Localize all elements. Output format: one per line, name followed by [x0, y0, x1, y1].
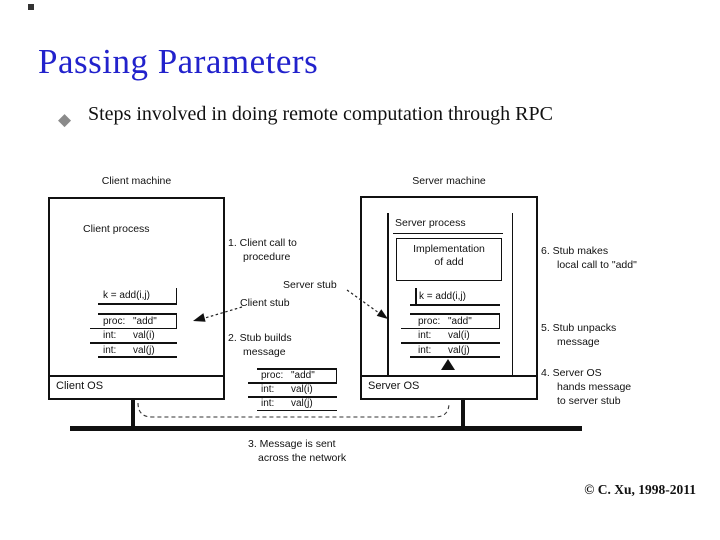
server-process-underline — [393, 232, 503, 234]
client-call-underline — [98, 303, 177, 305]
table-line — [90, 342, 177, 344]
step4-line3: to server stub — [557, 395, 621, 407]
copyright: © C. Xu, 1998-2011 — [584, 482, 696, 497]
client-process-label: Client process — [83, 223, 150, 235]
server-process-label: Server process — [395, 217, 466, 229]
table-tick — [175, 313, 177, 328]
server-os-divider — [360, 375, 538, 377]
step2-line2: message — [243, 346, 286, 358]
table-row: proc: "add" — [418, 315, 472, 328]
step2-line1: 2. Stub builds — [228, 332, 292, 344]
bullet-text: Steps involved in doing remote computati… — [88, 103, 553, 125]
table-line — [90, 327, 177, 329]
client-stub-label: Client stub — [240, 297, 290, 309]
server-call-text: k = add(i,j) — [419, 291, 466, 302]
row-label: int: — [103, 330, 117, 341]
row-label: int: — [261, 384, 275, 395]
table-line — [248, 382, 337, 384]
message-path-dashed-curve — [137, 402, 450, 418]
row-value: val(j) — [133, 344, 155, 356]
server-machine-label: Server machine — [412, 175, 486, 187]
row-label: int: — [261, 398, 275, 409]
page-title: Passing Parameters — [38, 42, 319, 81]
table-row: proc: "add" — [261, 369, 315, 382]
table-line — [401, 342, 500, 344]
client-call-text: k = add(i,j) — [103, 290, 150, 301]
table-line — [410, 313, 500, 315]
up-arrow-icon — [441, 359, 455, 370]
table-row: int: val(i) — [103, 329, 155, 342]
server-process-left-line — [387, 213, 389, 375]
row-label: int: — [418, 330, 432, 341]
network-line — [70, 426, 582, 431]
table-row: proc: "add" — [103, 315, 157, 328]
table-tick — [498, 313, 500, 328]
step1-line1: 1. Client call to — [228, 237, 297, 249]
step3-line1: 3. Message is sent — [248, 438, 336, 450]
client-os-label: Client OS — [56, 380, 104, 392]
table-line — [257, 409, 337, 411]
client-network-connector — [131, 399, 135, 428]
table-line — [98, 313, 177, 315]
table-row: int: val(j) — [261, 397, 313, 410]
server-call-underline — [410, 304, 500, 306]
step4-line2: hands message — [557, 381, 632, 393]
bullet-diamond-icon: ◆ — [58, 110, 72, 129]
table-row: int: val(j) — [418, 344, 470, 357]
row-label: proc: — [103, 315, 126, 327]
client-call-box: k = add(i,j) — [90, 288, 177, 305]
table-line — [98, 356, 177, 358]
step4-line1: 4. Server OS — [541, 367, 602, 379]
server-stub-label: Server stub — [283, 279, 337, 291]
table-line — [257, 368, 337, 370]
client-machine-label: Client machine — [101, 175, 172, 187]
row-value: val(j) — [291, 398, 313, 409]
corner-mark — [28, 4, 34, 10]
row-value: val(i) — [291, 384, 313, 395]
impl-line2: of add — [434, 256, 464, 268]
row-value: val(i) — [133, 330, 155, 341]
server-call-box: k = add(i,j) — [410, 288, 500, 306]
row-label: int: — [418, 344, 432, 356]
row-value: "add" — [133, 315, 157, 327]
server-os-label: Server OS — [368, 380, 420, 392]
middle-message-table: proc: "add" int: val(i) int: val(j) — [248, 368, 337, 411]
server-message-table: proc: "add" int: val(i) int: val(j) — [401, 313, 500, 358]
table-tick — [335, 368, 337, 382]
step6-line2: local call to "add" — [557, 259, 637, 271]
step5-line1: 5. Stub unpacks — [541, 322, 617, 334]
step5-line2: message — [557, 336, 600, 348]
row-value: "add" — [291, 370, 315, 381]
row-label: int: — [103, 344, 117, 356]
table-line — [248, 396, 337, 398]
client-machine-box — [48, 197, 225, 400]
table-row: int: val(i) — [418, 329, 470, 342]
table-row: int: val(j) — [103, 344, 155, 357]
client-os-divider — [48, 375, 225, 377]
row-value: val(i) — [448, 330, 470, 341]
client-stub-arrow-icon — [193, 306, 243, 322]
row-value: "add" — [448, 315, 472, 327]
client-message-table: proc: "add" int: val(i) int: val(j) — [90, 313, 177, 358]
row-label: proc: — [418, 315, 441, 327]
impl-line1: Implementation — [413, 243, 485, 255]
table-line — [410, 356, 500, 358]
implementation-box: Implementation of add — [396, 238, 502, 281]
step6-line1: 6. Stub makes — [541, 245, 609, 257]
row-value: val(j) — [448, 344, 470, 356]
step3-line2: across the network — [258, 452, 347, 464]
server-call-tick — [415, 288, 417, 305]
server-process-right-line — [511, 213, 513, 375]
table-line — [401, 327, 500, 329]
client-call-tick — [175, 288, 177, 304]
server-network-connector — [461, 399, 465, 428]
table-row: int: val(i) — [261, 383, 313, 396]
step1-line2: procedure — [243, 251, 291, 263]
server-stub-arrow-icon — [346, 289, 388, 319]
row-label: proc: — [261, 370, 284, 381]
